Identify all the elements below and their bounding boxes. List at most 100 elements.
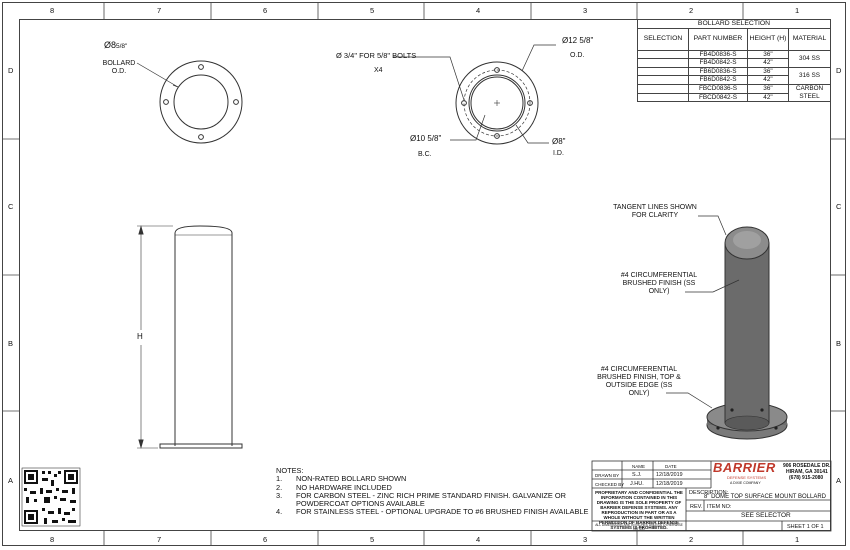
material-cell: 304 SS xyxy=(788,49,831,68)
notes-title: NOTES: xyxy=(276,466,304,475)
zone-col-top: 4 xyxy=(476,6,481,15)
zone-col-top: 5 xyxy=(370,6,375,15)
bolt-count-label: X4 xyxy=(374,67,383,74)
zone-col-top: 7 xyxy=(157,6,162,15)
brushed-finish-top-note: #4 CIRCUMFERENTIAL BRUSHED FINISH, TOP &… xyxy=(597,366,681,397)
qr-code-graphic xyxy=(21,467,81,527)
title-block-lines xyxy=(591,460,832,532)
col-header-height: HEIGHT (H) xyxy=(747,27,789,51)
drawing-border-inner xyxy=(19,19,831,531)
bollard-od-label: BOLLARD O.D. xyxy=(102,60,136,75)
height-cell: 42" xyxy=(747,58,789,68)
bolt-hole-label: Ø 3/4" FOR 5/8" BOLTS xyxy=(336,51,417,60)
plate-od-label: O.D. xyxy=(570,52,585,59)
sheet-number: SHEET 1 OF 1 xyxy=(787,524,824,530)
rev-label: REV. xyxy=(690,504,703,510)
zone-col-bottom: 3 xyxy=(583,535,588,544)
zone-row-right: B xyxy=(836,339,842,348)
proprietary-notice: PROPRIETARY AND CONFIDENTIAL THE INFORMA… xyxy=(595,490,683,530)
bollard-selection-table: BOLLARD SELECTION SELECTION PART NUMBER … xyxy=(637,19,831,103)
description-value: 8" DOME TOP SURFACE MOUNT BOLLARD xyxy=(703,494,827,500)
zone-col-top: 8 xyxy=(50,6,55,15)
top-view-right xyxy=(393,44,556,145)
item-no-value: SEE SELECTOR xyxy=(741,512,791,519)
height-cell: 36" xyxy=(747,49,789,60)
checked-by-name: J.HU. xyxy=(630,481,644,487)
zone-col-bottom: 2 xyxy=(689,535,694,544)
company-subtitle: DEFENSE SYSTEMS xyxy=(727,475,767,480)
company-tagline: A DIXIE COMPANY xyxy=(730,481,761,485)
item-no-label: ITEM NO: xyxy=(707,504,732,510)
height-dimension-label: H xyxy=(137,332,143,341)
table-title: BOLLARD SELECTION xyxy=(637,19,831,29)
table-row: FB6D0836-S 36" 316 SS xyxy=(637,66,831,85)
zone-row-right: D xyxy=(836,66,842,75)
zone-col-bottom: 5 xyxy=(370,535,375,544)
col-date-header: DATE xyxy=(665,464,677,469)
bolt-circle-dimension: Ø10 5/8" xyxy=(410,134,442,143)
bollard-od-fraction: 5/8" xyxy=(116,43,128,50)
company-logo: BARRIER xyxy=(713,460,776,475)
zone-col-bottom: 1 xyxy=(795,535,800,544)
company-address-1: 906 ROSEDALE DR. xyxy=(783,463,831,469)
zone-col-top: 3 xyxy=(583,6,588,15)
col-header-part-number: PART NUMBER xyxy=(688,27,748,51)
selection-cell[interactable] xyxy=(637,58,689,68)
table-row: FBCD0842-S 42" xyxy=(637,92,831,103)
selection-cell[interactable] xyxy=(637,83,689,94)
table-row: FB4D0836-S 36" 304 SS xyxy=(637,49,831,68)
selection-cell[interactable] xyxy=(637,49,689,60)
checked-by-label: CHECKED BY xyxy=(595,482,625,487)
note-item: 3.FOR CARBON STEEL - ZINC RICH PRIME STA… xyxy=(276,490,566,509)
selection-cell[interactable] xyxy=(637,75,689,85)
note-item: 2.NO HARDWARE INCLUDED xyxy=(276,482,392,492)
zone-row-left: C xyxy=(8,202,14,211)
part-number-cell: FB6D0836-S xyxy=(688,66,748,77)
height-cell: 36" xyxy=(747,66,789,77)
zone-row-left: A xyxy=(8,476,14,485)
brushed-finish-note: #4 CIRCUMFERENTIAL BRUSHED FINISH (SS ON… xyxy=(620,272,698,295)
dimension-footnote: ALL DIMENSIONS ARE IN INCHES UNLESS OTHE… xyxy=(595,523,683,531)
zone-col-bottom: 8 xyxy=(50,535,55,544)
note-item: 1.NON-RATED BOLLARD SHOWN xyxy=(276,474,407,484)
bollard-od-dimension: Ø85/8" xyxy=(104,40,127,52)
inner-dia-dimension: Ø8" xyxy=(552,137,566,146)
company-name: BARRIER xyxy=(713,460,776,475)
company-address-2: HIRAM, GA 30141 xyxy=(786,469,828,475)
drawn-by-name: S.J. xyxy=(632,472,642,478)
material-cell: 316 SS xyxy=(788,66,831,85)
drawn-date: 12/18/2019 xyxy=(656,472,683,478)
company-phone: (678) 915-2080 xyxy=(789,475,824,481)
part-number-cell: FBCD0842-S xyxy=(688,92,748,103)
inner-dia-label: I.D. xyxy=(553,150,564,157)
bolt-circle-label: B.C. xyxy=(418,151,432,158)
height-cell: 42" xyxy=(747,75,789,85)
zone-col-top: 6 xyxy=(263,6,268,15)
col-header-selection: SELECTION xyxy=(637,27,689,51)
selection-cell[interactable] xyxy=(637,92,689,103)
zone-col-bottom: 4 xyxy=(476,535,481,544)
zone-row-left: D xyxy=(8,66,14,75)
zone-col-bottom: 6 xyxy=(263,535,268,544)
tangent-lines-note: TANGENT LINES SHOWN FOR CLARITY xyxy=(613,204,697,219)
part-number-cell: FB4D0842-S xyxy=(688,58,748,68)
note-item: 4.FOR STAINLESS STEEL - OPTIONAL UPGRADE… xyxy=(276,507,589,517)
zone-col-top: 1 xyxy=(795,6,800,15)
iso-view xyxy=(666,215,788,440)
height-cell: 42" xyxy=(747,92,789,103)
top-view-left xyxy=(136,60,243,144)
selection-cell[interactable] xyxy=(637,66,689,77)
zone-col-top: 2 xyxy=(689,6,694,15)
height-cell: 36" xyxy=(747,83,789,94)
material-cell: CARBON STEEL xyxy=(788,83,831,103)
col-header-material: MATERIAL xyxy=(788,27,831,51)
table-row: FBCD0836-S 36" CARBON STEEL xyxy=(637,83,831,103)
drawn-by-label: DRAWN BY xyxy=(595,473,620,478)
zone-col-bottom: 7 xyxy=(157,535,162,544)
zone-row-right: C xyxy=(836,202,842,211)
plate-od-dimension: Ø12 5/8" xyxy=(562,36,594,45)
part-number-cell: FBCD0836-S xyxy=(688,83,748,94)
checked-date: 12/18/2019 xyxy=(656,481,683,487)
